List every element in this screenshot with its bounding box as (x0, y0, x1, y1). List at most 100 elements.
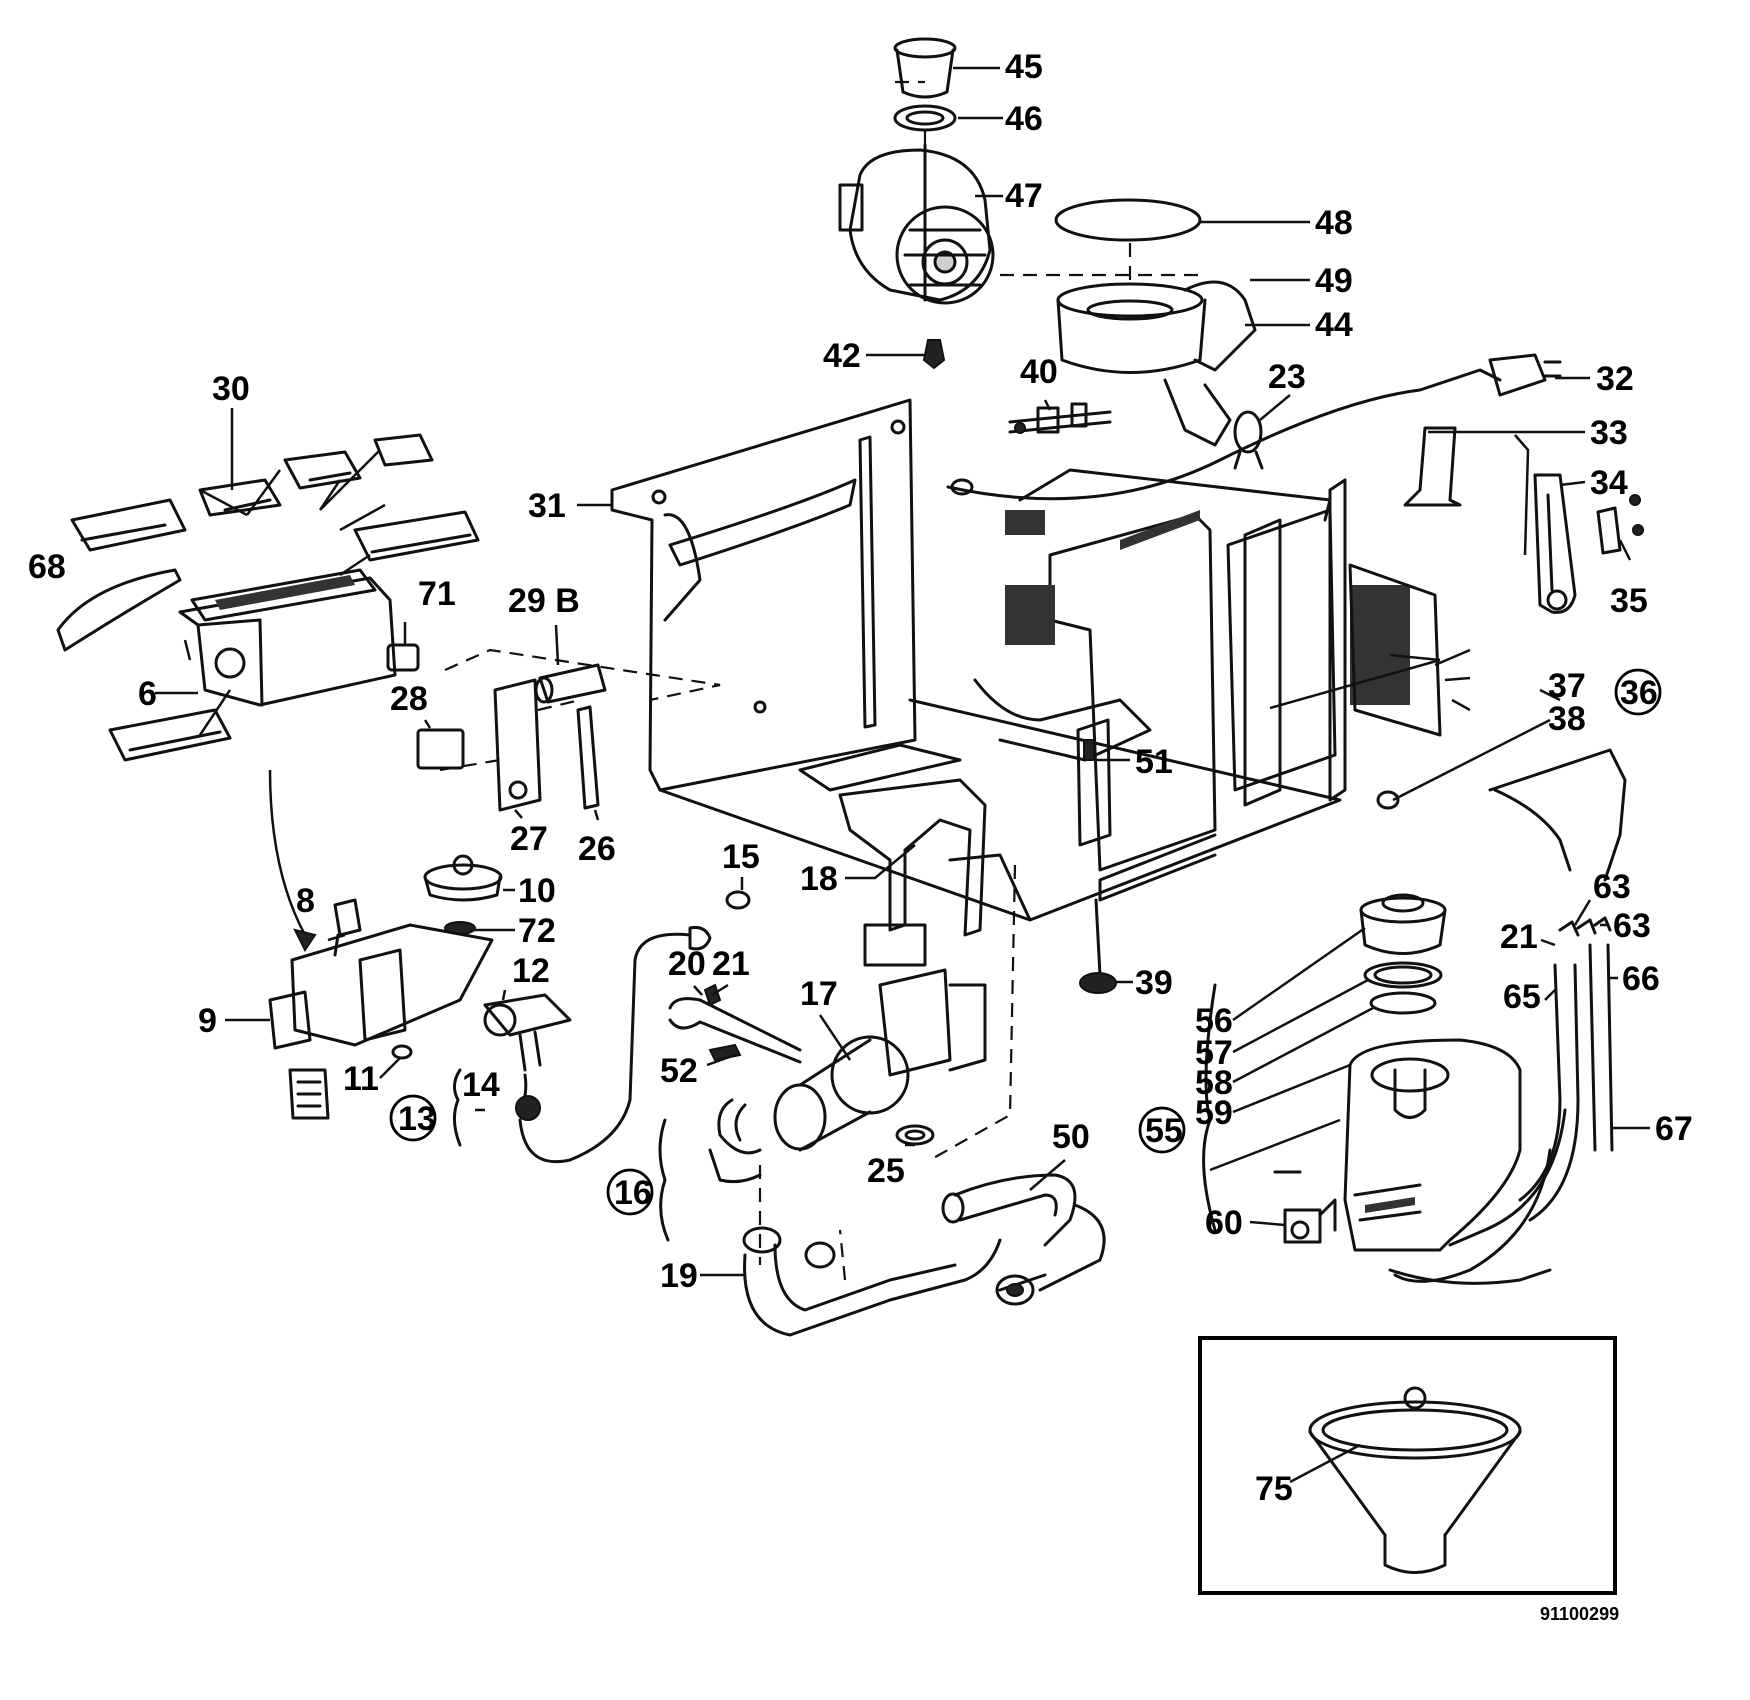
callout-66: 66 (1622, 960, 1660, 998)
callout-12: 12 (512, 952, 550, 990)
base-tray-shading (1005, 510, 1410, 705)
callout-27: 27 (510, 820, 548, 858)
drawing-code: 91100299 (1540, 1604, 1619, 1624)
drain-bracket-part-18 (838, 778, 987, 967)
callout-59: 59 (1195, 1094, 1233, 1132)
callout-50: 50 (1052, 1118, 1090, 1156)
callout-51: 51 (1135, 743, 1173, 781)
callout-38: 38 (1548, 700, 1586, 738)
wash-pump-motor-part-47 (838, 143, 995, 305)
callout-ring-36 (1614, 668, 1662, 716)
callout-28: 28 (390, 680, 428, 718)
o-ring-part-15 (725, 890, 751, 910)
callout-57: 57 (1195, 1034, 1233, 1072)
foot-part-38 (1376, 790, 1400, 810)
callout-26: 26 (578, 830, 616, 868)
drain-hose-part-50 (941, 1173, 1106, 1306)
callout-30: 30 (212, 370, 250, 408)
frame-side-panel-part-31 (610, 398, 917, 792)
callout-47: 47 (1005, 177, 1043, 215)
callout-16: 16 (614, 1174, 652, 1212)
callout-9: 9 (198, 1002, 217, 1040)
callout-18: 18 (800, 860, 838, 898)
callout-6: 6 (138, 675, 157, 713)
suppressor-part-28 (416, 728, 465, 770)
callout-33: 33 (1590, 414, 1628, 452)
pump-screw-part-42 (922, 339, 946, 370)
gasket-part-57 (1363, 961, 1443, 989)
brace-marks (453, 983, 1217, 1242)
callout-67: 67 (1655, 1110, 1693, 1148)
callout-17: 17 (800, 975, 838, 1013)
callout-46: 46 (1005, 100, 1043, 138)
relay-part-71 (386, 643, 420, 672)
inset-frame (1198, 1336, 1617, 1595)
salt-funnel-part-75 (1308, 1386, 1522, 1574)
callout-19: 19 (660, 1257, 698, 1295)
callout-21b: 21 (1500, 918, 1538, 956)
callout-36: 36 (1620, 674, 1658, 712)
callout-39: 39 (1135, 964, 1173, 1002)
valve-part-60 (1273, 1170, 1337, 1244)
callout-68: 68 (28, 548, 66, 586)
sump-housing-part-44 (1056, 280, 1257, 447)
callout-37: 37 (1548, 667, 1586, 705)
pressure-switch-part-10 (423, 854, 503, 902)
hose-part-20 (668, 997, 802, 1064)
power-cord-part-32 (946, 353, 1562, 501)
callout-35: 35 (1610, 582, 1648, 620)
pump-cap-part-45 (893, 37, 957, 99)
side-panel-part-37 (1348, 563, 1442, 737)
callout-55: 55 (1145, 1112, 1183, 1150)
callout-13: 13 (398, 1100, 436, 1138)
cable-bundle (1388, 748, 1627, 1285)
hoses-part-65-66-67 (1393, 943, 1614, 1283)
mounting-plate-part-27 (493, 678, 542, 812)
callout-48: 48 (1315, 204, 1353, 242)
callout-42: 42 (823, 337, 861, 375)
ring-part-58 (1369, 991, 1437, 1015)
callout-65: 65 (1503, 978, 1541, 1016)
pump-ring-part-46 (893, 104, 957, 132)
callout-58: 58 (1195, 1064, 1233, 1102)
callout-ring-55 (1138, 1106, 1186, 1154)
callout-72: 72 (518, 912, 556, 950)
label-plate (288, 1068, 330, 1120)
callout-11: 11 (343, 1060, 379, 1098)
inlet-fitting-part-40 (1008, 402, 1112, 434)
hose-clip-part-23 (1233, 410, 1264, 470)
callout-25: 25 (867, 1152, 905, 1190)
callout-56: 56 (1195, 1002, 1233, 1040)
salt-cap-part-56 (1359, 893, 1447, 955)
callout-52: 52 (660, 1052, 698, 1090)
heater-connector-part-12 (483, 993, 572, 1072)
drain-hose-part-19 (742, 1226, 1002, 1337)
level-hose-part-14 (515, 926, 712, 1164)
door-switch-bracket-part-51 (1076, 718, 1112, 847)
bracket-part-33 (1403, 426, 1462, 507)
capacitor-part-29b (534, 663, 607, 704)
callout-15: 15 (722, 838, 760, 876)
terminal-strip-part-26 (576, 705, 600, 810)
callout-44: 44 (1315, 306, 1353, 344)
callout-63a: 63 (1593, 868, 1631, 906)
callout-63b: 63 (1613, 907, 1651, 945)
callout-21a: 21 (712, 945, 750, 983)
frame-base-and-rear (658, 468, 1347, 922)
callout-32: 32 (1596, 360, 1634, 398)
clip-part-35 (1596, 506, 1622, 555)
callout-ring-16 (606, 1168, 654, 1216)
callout-34: 34 (1590, 464, 1628, 502)
adjustable-foot-part-39 (1079, 898, 1117, 994)
callout-45: 45 (1005, 48, 1043, 86)
hinge-bracket-part-34 (1533, 473, 1644, 614)
switch-blocks-part-30 (70, 433, 480, 762)
callout-40: 40 (1020, 353, 1058, 391)
callout-49: 49 (1315, 262, 1353, 300)
nut-part-11 (391, 1044, 413, 1060)
callout-60: 60 (1205, 1204, 1243, 1242)
drain-pump-motor-part-17 (708, 968, 987, 1184)
callout-ring-13 (389, 1094, 437, 1142)
callout-29b: 29 B (508, 582, 580, 620)
